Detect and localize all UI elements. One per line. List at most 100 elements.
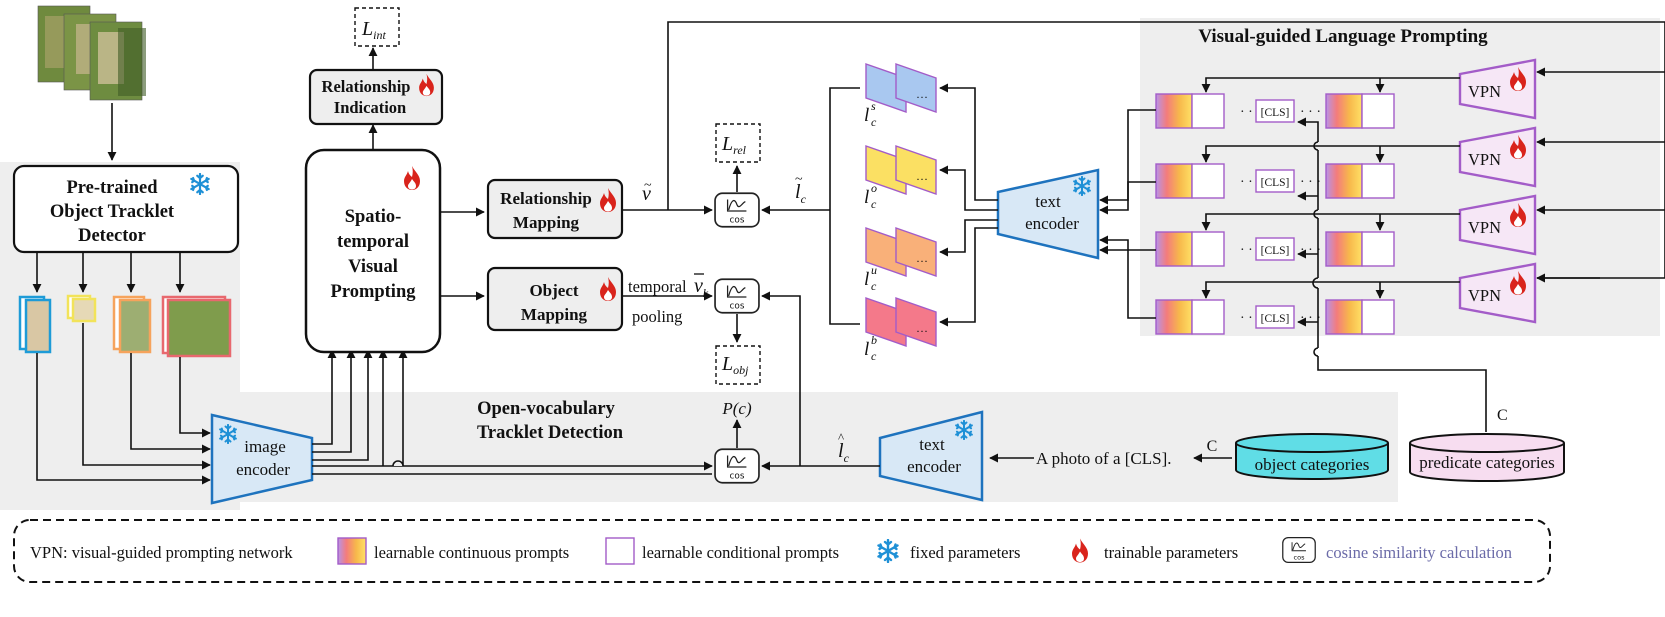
conditional-prompt [1191, 231, 1225, 267]
svg-text:s: s [871, 99, 876, 113]
legend-continuous-swatch [337, 537, 367, 565]
vpn-label: VPN [1468, 82, 1501, 101]
loss-rel-box [715, 123, 761, 163]
p-of-c-label: P(c) [721, 399, 752, 418]
relationship-mapping-label-2: Mapping [513, 213, 580, 232]
cos-similarity-relationship [714, 192, 760, 228]
relationship-mapping-box [486, 178, 624, 240]
legend-conditional: learnable conditional prompts [642, 543, 839, 562]
l-tilde-label: lc [795, 181, 807, 206]
l-hat-label: lc [838, 440, 850, 465]
lc-b-stack: ··· [865, 297, 937, 347]
prompt-dots: · · · [1300, 105, 1321, 120]
object-categories-label: object categories [1255, 455, 1370, 474]
legend-continuous: learnable continuous prompts [374, 543, 569, 562]
vpn-shape [1458, 58, 1537, 120]
continuous-prompt [1155, 163, 1193, 199]
vpn-shape [1458, 126, 1537, 188]
vglp-title: Visual-guided Language Prompting [1198, 26, 1488, 47]
svg-text:···: ··· [916, 90, 928, 104]
loss-int-box [354, 7, 400, 47]
stvp-label-2: temporal [337, 232, 409, 252]
predicate-categories-db: predicate categories [1409, 433, 1565, 482]
ovtd-title-2: Tracklet Detection [477, 423, 624, 443]
conditional-prompt [1191, 299, 1225, 335]
relationship-mapping-label-1: Relationship [500, 189, 592, 208]
continuous-prompt [1325, 231, 1363, 267]
stvp-label-3: Visual [348, 257, 398, 277]
vpn-shape [1458, 194, 1537, 256]
lc-s-stack: ··· [865, 63, 937, 113]
vpn-label: VPN [1468, 150, 1501, 169]
legend-trainable: trainable parameters [1104, 543, 1238, 562]
temporal-label: temporal [628, 277, 687, 296]
continuous-prompt [1155, 299, 1193, 335]
loss-int-label: Lint [361, 18, 386, 42]
legend-cos-icon [1282, 536, 1316, 564]
prompt-template: A photo of a [CLS]. [1036, 449, 1172, 468]
tracklet-red [161, 295, 232, 358]
svg-text:···: ··· [916, 172, 928, 186]
c-letter-predicate: C [1497, 407, 1508, 424]
tracklet-yellow [66, 294, 97, 323]
vpn-to-prompt-arrow [1201, 77, 1460, 93]
cls-token [1255, 99, 1295, 123]
ovtd-panel [240, 392, 1398, 502]
svg-text:c: c [871, 349, 877, 363]
loss-obj-label: Lobj [721, 353, 749, 377]
svg-text:l: l [864, 269, 869, 290]
cls-token-label: [CLS] [1261, 245, 1290, 257]
cos-similarity-object [714, 278, 760, 314]
cls-token-label: [CLS] [1261, 313, 1290, 325]
input-video-frames [37, 5, 146, 101]
svg-text:o: o [871, 181, 877, 195]
object-categories-db: object categories [1235, 433, 1389, 480]
legend-box [13, 519, 1551, 583]
cls-token [1255, 169, 1295, 193]
continuous-prompt [1155, 93, 1193, 129]
lc-u-stack: ··· [865, 227, 937, 277]
loss-obj-box [715, 345, 761, 385]
svg-text:l: l [864, 339, 869, 360]
l-hat-accent: ^ [838, 430, 844, 445]
vpn-to-prompt-arrow [1201, 281, 1460, 299]
vpn-module: VPN [1201, 194, 1537, 256]
loss-rel-label: Lrel [721, 133, 747, 157]
object-mapping-box [486, 266, 624, 332]
vpn-to-prompt-arrow [1201, 145, 1460, 163]
svg-text:c: c [871, 279, 877, 293]
detector-label-2: Object Tracklet [50, 202, 175, 222]
v-bar-label: vk [694, 275, 709, 300]
svg-text:c: c [871, 115, 877, 129]
lc-o-stack: ··· [865, 145, 937, 195]
prompt-row: · · ·[CLS]· · · [1155, 231, 1395, 267]
relationship-indication-box [308, 68, 444, 126]
prompt-row: · · ·[CLS]· · · [1155, 299, 1395, 335]
cls-token-label: [CLS] [1261, 177, 1290, 189]
cls-token [1255, 305, 1295, 329]
continuous-prompt [1325, 93, 1363, 129]
lc-labels: l s c l o c l u c l b c [864, 99, 877, 363]
stvp-label-4: Prompting [331, 282, 417, 302]
legend-vpn: VPN: visual-guided prompting network [30, 543, 293, 562]
vpn-to-prompt-arrow [1201, 213, 1460, 231]
prompt-row: · · ·[CLS]· · · [1155, 93, 1395, 129]
svg-text:l: l [864, 187, 869, 208]
vpn-label: VPN [1468, 218, 1501, 237]
v-tilde-label: v [642, 183, 651, 205]
text-encoder-bottom-label-2: encoder [907, 457, 961, 476]
conditional-prompt [1191, 93, 1225, 129]
vglp-panel [1140, 18, 1660, 336]
stvp-label-1: Spatio- [345, 207, 402, 227]
svg-text:u: u [871, 263, 877, 277]
svg-text:c: c [871, 197, 877, 211]
relationship-indication-label-1: Relationship [322, 77, 411, 96]
continuous-prompt [1325, 299, 1363, 335]
image-encoder [210, 413, 314, 505]
prompt-row: · · ·[CLS]· · · [1155, 163, 1395, 199]
image-encoder-label-1: image [244, 437, 286, 456]
conditional-prompt [1361, 231, 1395, 267]
text-encoder-top-label-2: encoder [1025, 214, 1079, 233]
